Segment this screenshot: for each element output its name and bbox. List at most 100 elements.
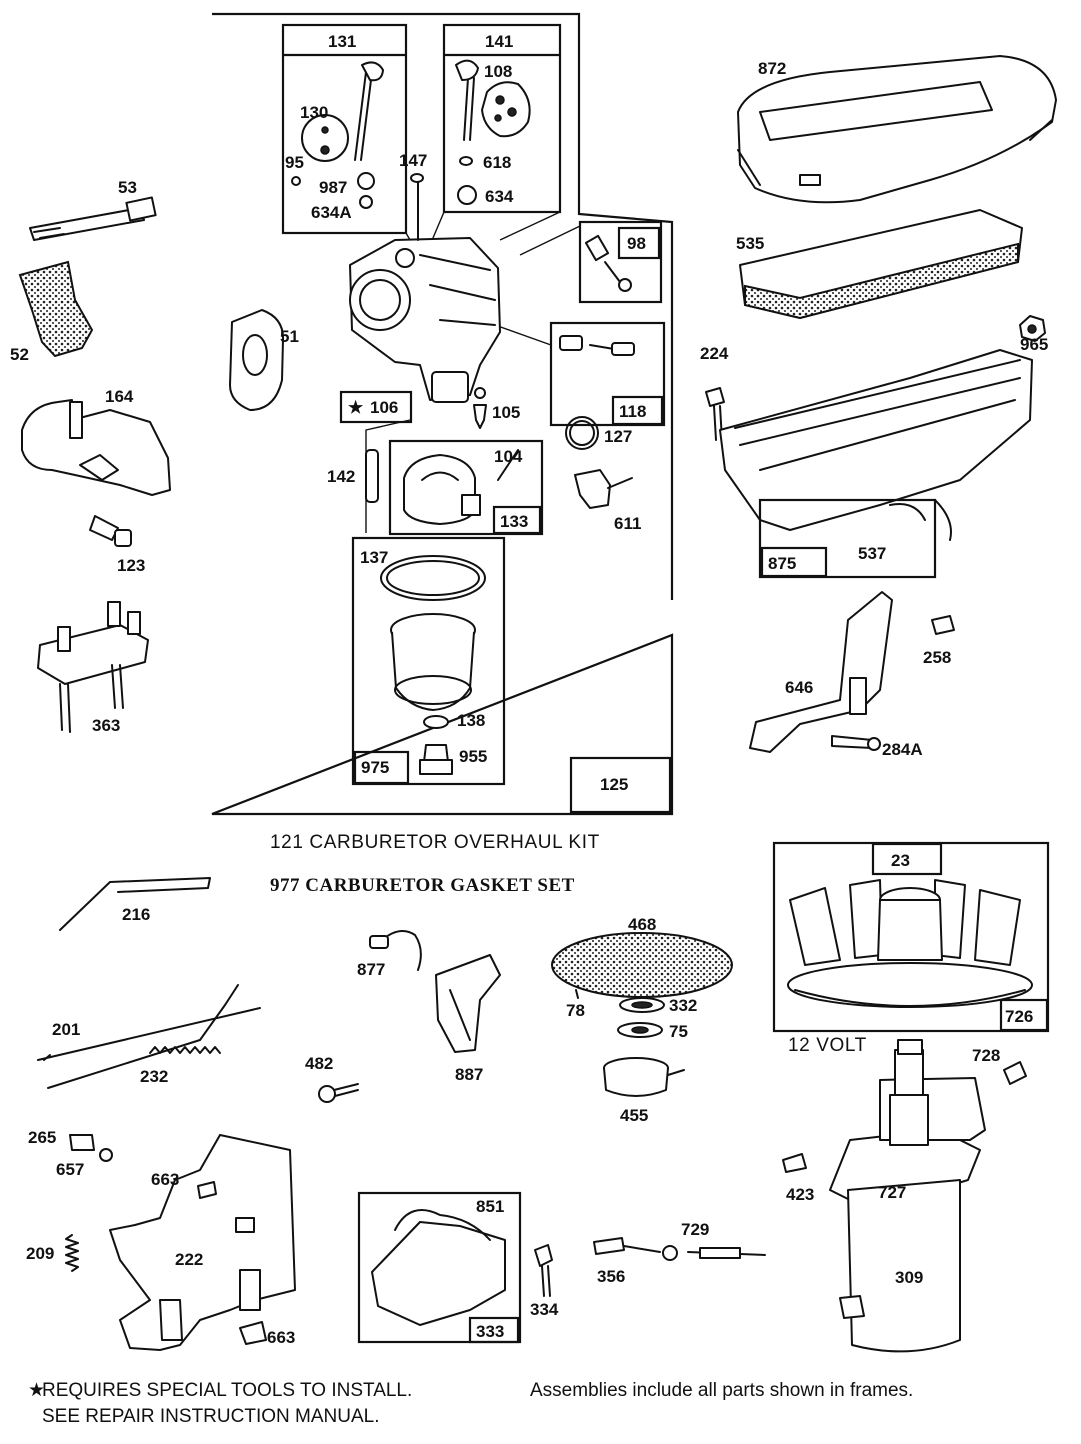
label-127: 127 xyxy=(604,427,632,446)
label-224: 224 xyxy=(700,344,729,363)
label-877: 877 xyxy=(357,960,385,979)
screw-284a xyxy=(831,735,881,751)
label-106-star: ★ xyxy=(348,398,364,417)
label-133: 133 xyxy=(500,512,528,531)
o-ring-127 xyxy=(565,416,599,450)
label-78: 78 xyxy=(566,1001,585,1020)
label-284a: 284A xyxy=(882,740,923,759)
label-265: 265 xyxy=(28,1128,56,1147)
label-872: 872 xyxy=(758,59,786,78)
label-646: 646 xyxy=(785,678,813,697)
gasket-51 xyxy=(229,309,285,411)
carburetor-body xyxy=(349,173,501,403)
screw-123 xyxy=(89,515,132,547)
starter-309 xyxy=(829,1039,986,1353)
label-356: 356 xyxy=(597,1267,625,1286)
needle-valve-118 xyxy=(559,335,635,356)
label-634: 634 xyxy=(485,187,514,206)
label-258: 258 xyxy=(923,648,951,667)
label-95: 95 xyxy=(285,153,304,172)
screw-663b xyxy=(239,1321,267,1345)
screen-468 xyxy=(551,932,733,998)
base-875 xyxy=(719,349,1033,579)
label-955: 955 xyxy=(459,747,487,766)
label-618: 618 xyxy=(483,153,511,172)
bracket-panel xyxy=(109,1134,296,1351)
label-201: 201 xyxy=(52,1020,80,1039)
carburetor-frame xyxy=(211,12,674,816)
bolt-224 xyxy=(705,387,725,441)
screw-728 xyxy=(1003,1061,1027,1085)
footer-note-symbol: ★ xyxy=(28,1380,45,1401)
label-423: 423 xyxy=(786,1185,814,1204)
spring-201-232 xyxy=(37,984,261,1089)
label-106: 106 xyxy=(370,398,398,417)
screw-258 xyxy=(931,615,955,635)
screw-663a xyxy=(197,1181,217,1199)
label-634a: 634A xyxy=(311,203,352,222)
label-147: 147 xyxy=(399,151,427,170)
footer-note-line2: SEE REPAIR INSTRUCTION MANUAL. xyxy=(42,1406,379,1427)
label-537: 537 xyxy=(858,544,886,563)
label-468: 468 xyxy=(628,915,656,934)
label-131: 131 xyxy=(328,32,356,51)
label-363: 363 xyxy=(92,716,120,735)
label-663b: 663 xyxy=(267,1328,295,1347)
footer-assemblies: Assemblies include all parts shown in fr… xyxy=(530,1380,913,1401)
part-labels: 131 141 108 130 95 987 634A 147 618 634 … xyxy=(10,32,1048,1347)
caption-overhaul-kit: 121 CARBURETOR OVERHAUL KIT xyxy=(270,832,600,853)
label-98: 98 xyxy=(627,234,646,253)
label-51: 51 xyxy=(280,327,299,346)
label-125: 125 xyxy=(600,775,628,794)
label-118: 118 xyxy=(619,402,646,421)
label-232: 232 xyxy=(140,1067,168,1086)
label-875: 875 xyxy=(768,554,796,573)
label-657: 657 xyxy=(56,1160,84,1179)
label-222: 222 xyxy=(175,1250,203,1269)
label-23: 23 xyxy=(891,851,910,870)
label-851: 851 xyxy=(476,1197,504,1216)
label-53: 53 xyxy=(118,178,137,197)
primer-611 xyxy=(574,469,633,509)
pin-142 xyxy=(365,449,379,503)
label-663a: 663 xyxy=(151,1170,179,1189)
wire-356-729 xyxy=(593,1237,766,1261)
label-309: 309 xyxy=(895,1268,923,1287)
label-965: 965 xyxy=(1020,335,1048,354)
label-975: 975 xyxy=(361,758,389,777)
cover-872 xyxy=(737,55,1057,204)
label-727: 727 xyxy=(878,1183,906,1202)
armature-887 xyxy=(369,930,501,1053)
intake-164 xyxy=(21,399,171,496)
label-105: 105 xyxy=(492,403,520,422)
label-216: 216 xyxy=(122,905,150,924)
bracket-646 xyxy=(749,591,893,753)
washers-332-75 xyxy=(575,989,665,1038)
float-bowl-975 xyxy=(380,555,486,775)
cup-455 xyxy=(603,1057,685,1097)
label-455: 455 xyxy=(620,1106,648,1125)
caption-gasket-set: 977 CARBURETOR GASKET SET xyxy=(270,875,575,896)
label-108: 108 xyxy=(484,62,512,81)
label-130: 130 xyxy=(300,103,328,122)
label-141: 141 xyxy=(485,32,513,51)
label-482: 482 xyxy=(305,1054,333,1073)
label-729: 729 xyxy=(681,1220,709,1239)
module-333 xyxy=(357,1191,522,1344)
label-137: 137 xyxy=(360,548,388,567)
spring-209 xyxy=(65,1234,79,1272)
label-611: 611 xyxy=(614,514,641,533)
label-332: 332 xyxy=(669,996,697,1015)
bracket-363 xyxy=(37,601,149,733)
clip-265-657 xyxy=(69,1134,113,1162)
link-216 xyxy=(59,877,211,931)
label-123: 123 xyxy=(117,556,145,575)
label-209: 209 xyxy=(26,1244,54,1263)
caption-12-volt: 12 VOLT xyxy=(788,1035,867,1056)
throttle-shaft-131 xyxy=(291,61,384,209)
label-887: 887 xyxy=(455,1065,483,1084)
filter-535 xyxy=(739,209,1023,320)
label-138: 138 xyxy=(457,711,485,730)
label-142: 142 xyxy=(327,467,355,486)
